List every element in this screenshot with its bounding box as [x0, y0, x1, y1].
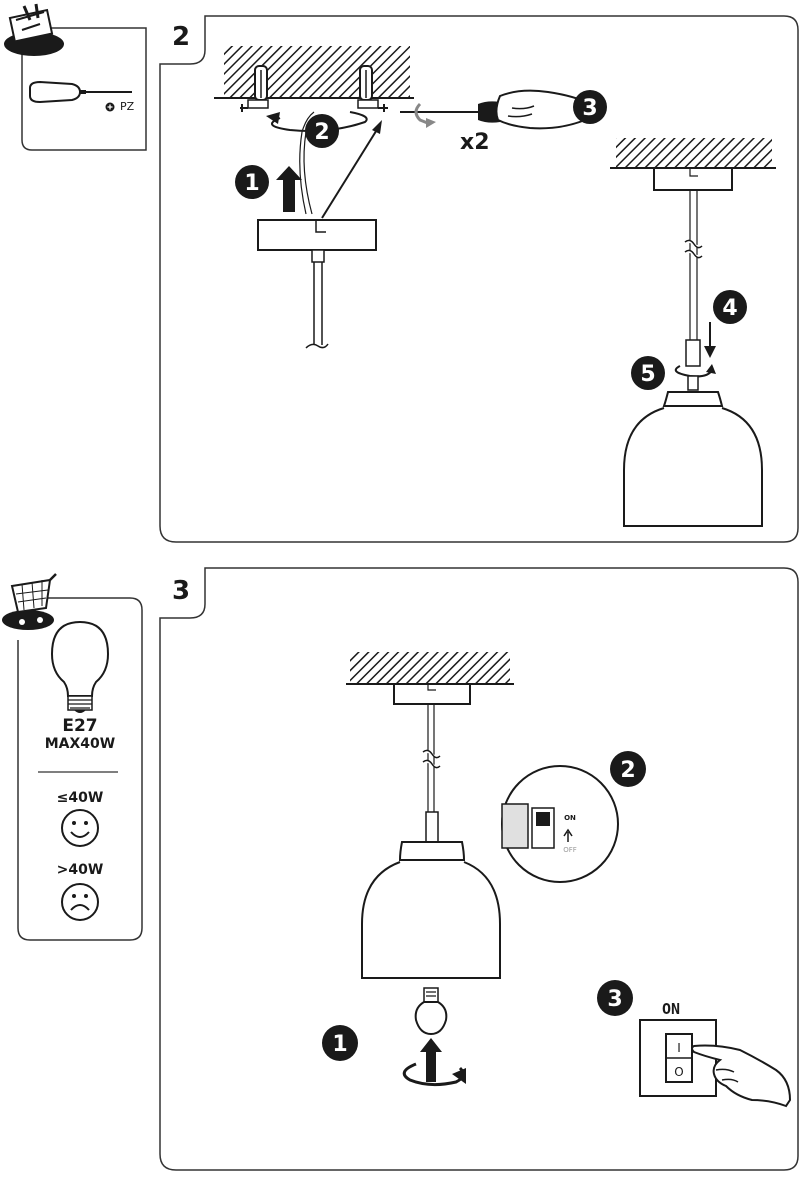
callout-1-step3: [322, 1025, 358, 1061]
toolbox-icon: [4, 3, 64, 56]
wall-switch-on-label: ON: [662, 1000, 681, 1018]
ok-wattage-label: ≤40W: [56, 790, 104, 806]
step3-number: 3: [172, 576, 191, 606]
ceiling-hatch-step3: [350, 652, 510, 684]
happy-face-icon: [61, 809, 99, 847]
rotate-arrow-2: [271, 111, 368, 132]
bulb-install-icon: [414, 987, 448, 1036]
wall-switch: [639, 1019, 717, 1097]
wall-switch-on-mark: I: [677, 1041, 681, 1055]
callout-2-label: 2: [314, 120, 329, 145]
lamp-shade-step3: [361, 841, 501, 979]
screwdriver-icon: [29, 80, 132, 104]
callout-2-step3: [610, 751, 646, 787]
canopy-plate: [257, 219, 377, 251]
wall-plug-right: [357, 65, 388, 112]
lamp-switch-zoom: [501, 765, 619, 883]
canopy-right: [653, 167, 733, 191]
rotate-arrow-bulb: [402, 1062, 465, 1087]
bulb-socket-label: E27: [62, 716, 98, 736]
bulb-max-label: MAX40W: [44, 736, 116, 752]
callout-4-step2: [713, 290, 747, 324]
bulb-icon: [50, 620, 110, 713]
wall-plug-left: [240, 65, 269, 112]
lamp-switch-off-label: OFF: [563, 846, 577, 854]
hand-pointer-icon: [691, 1044, 792, 1108]
callout-2-step3-label: 2: [620, 758, 635, 783]
callout-1-label: 1: [244, 171, 259, 196]
callout-5-step2: [631, 356, 665, 390]
tools-box-outline: [21, 27, 147, 151]
step2-number: 2: [172, 22, 191, 52]
wall-switch-off-mark: O: [674, 1065, 683, 1079]
callout-1-step2: [235, 165, 269, 199]
tool-size-label: PZ: [120, 100, 135, 113]
shopping-cart-icon: [2, 573, 57, 630]
callout-4-label: 4: [722, 296, 737, 321]
callout-1-step3-label: 1: [332, 1032, 347, 1057]
lamp-shade-step2: [623, 375, 763, 527]
callout-5-label: 5: [640, 362, 655, 387]
phillips-icon: [105, 102, 115, 112]
callout-3-step2: [573, 90, 607, 124]
sad-face-icon: [61, 883, 99, 921]
screwdriver-hand-icon: [400, 89, 593, 130]
ceiling-hatch-right: [616, 138, 772, 168]
ceiling-hatch: [224, 46, 410, 98]
callout-3-step3: [597, 980, 633, 1016]
rotate-arrow-5: [674, 365, 713, 378]
bad-wattage-label: >40W: [56, 862, 104, 878]
lamp-switch-on-label: ON: [564, 814, 576, 822]
callout-3-step3-label: 3: [607, 987, 622, 1012]
repeat-count: x2: [460, 130, 490, 155]
callout-2-step2: [305, 114, 339, 148]
callout-3-label: 3: [582, 96, 597, 121]
